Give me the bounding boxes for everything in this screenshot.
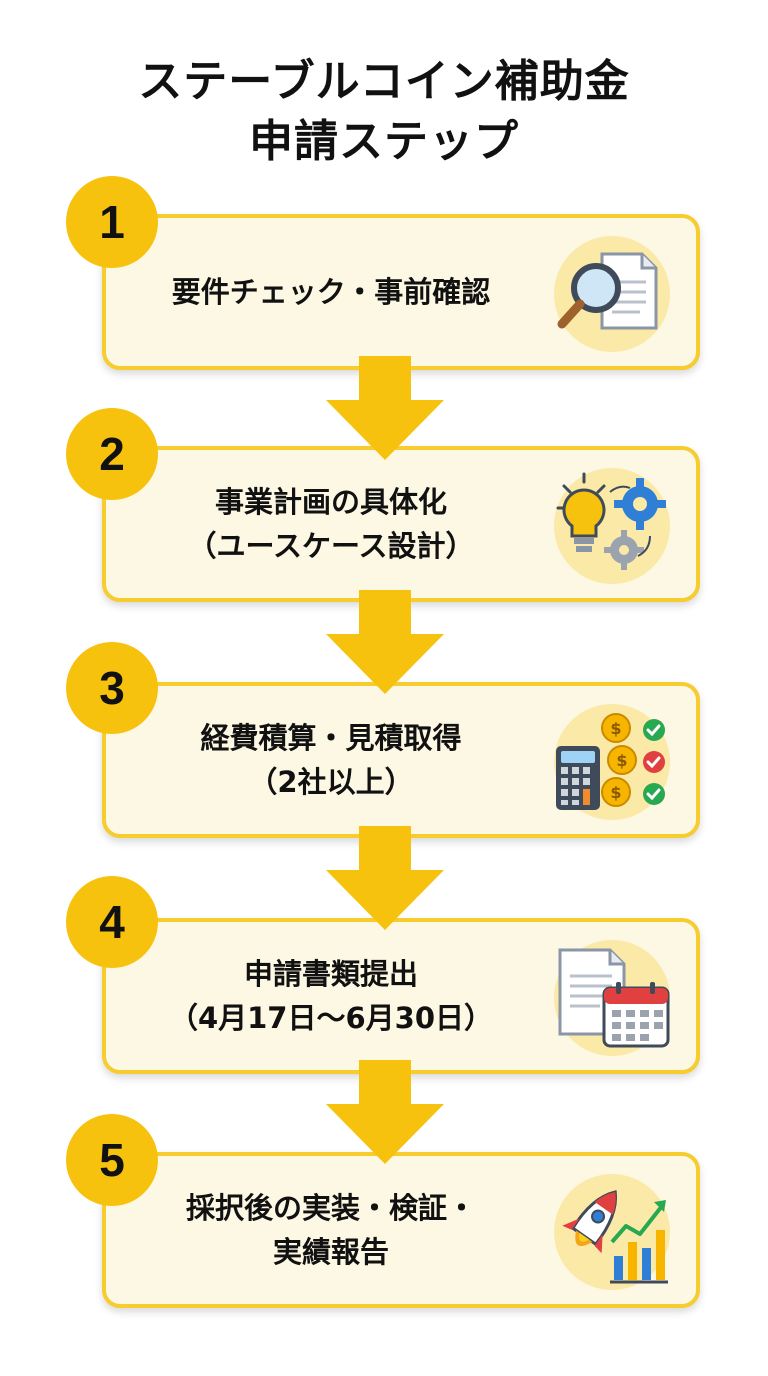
step-4-line-1: 申請書類提出 — [243, 957, 418, 991]
step-3-line-1: 経費積算・見積取得 — [200, 721, 462, 755]
down-arrow-icon — [326, 356, 444, 460]
step-text-2: 事業計画の具体化 （ユースケース設計） — [136, 450, 526, 598]
magnifier-document-icon — [550, 232, 674, 356]
down-arrow-icon — [326, 826, 444, 930]
step-badge-2: 2 — [66, 408, 158, 500]
step-card-5: 採択後の実装・検証・ 実績報告 — [102, 1152, 700, 1308]
step-3-line-2: （2社以上） — [248, 765, 414, 799]
down-arrow-icon — [326, 1060, 444, 1164]
step-text-4: 申請書類提出 （4月17日〜6月30日） — [136, 922, 526, 1070]
step-text-3: 経費積算・見積取得 （2社以上） — [136, 686, 526, 834]
step-card-4: 申請書類提出 （4月17日〜6月30日） — [102, 918, 700, 1074]
step-badge-1: 1 — [66, 176, 158, 268]
page-title: ステーブルコイン補助金 申請ステップ — [0, 52, 768, 172]
svg-text:$: $ — [616, 751, 627, 770]
step-card-1: 要件チェック・事前確認 — [102, 214, 700, 370]
svg-text:$: $ — [610, 783, 621, 802]
rocket-growth-chart-icon — [550, 1170, 674, 1294]
step-card-2: 事業計画の具体化 （ユースケース設計） — [102, 446, 700, 602]
svg-text:$: $ — [610, 719, 621, 738]
title-line-1: ステーブルコイン補助金 — [138, 56, 630, 107]
title-line-2: 申請ステップ — [249, 116, 519, 167]
step-card-3: 経費積算・見積取得 （2社以上） $ $ $ — [102, 682, 700, 838]
lightbulb-gears-icon — [550, 464, 674, 588]
down-arrow-icon — [326, 590, 444, 694]
calculator-coins-checks-icon: $ $ $ — [550, 700, 674, 824]
step-5-line-1: 採択後の実装・検証・ — [185, 1191, 476, 1225]
step-text-5: 採択後の実装・検証・ 実績報告 — [136, 1156, 526, 1304]
step-badge-3: 3 — [66, 642, 158, 734]
step-badge-5: 5 — [66, 1114, 158, 1206]
step-2-line-1: 事業計画の具体化 — [214, 485, 447, 519]
step-1-line-1: 要件チェック・事前確認 — [171, 275, 491, 309]
step-2-line-2: （ユースケース設計） — [187, 529, 475, 563]
document-calendar-icon — [550, 936, 674, 1060]
step-badge-4: 4 — [66, 876, 158, 968]
step-4-line-2: （4月17日〜6月30日） — [168, 1001, 494, 1035]
step-5-line-2: 実績報告 — [272, 1235, 389, 1269]
step-text-1: 要件チェック・事前確認 — [136, 218, 526, 366]
